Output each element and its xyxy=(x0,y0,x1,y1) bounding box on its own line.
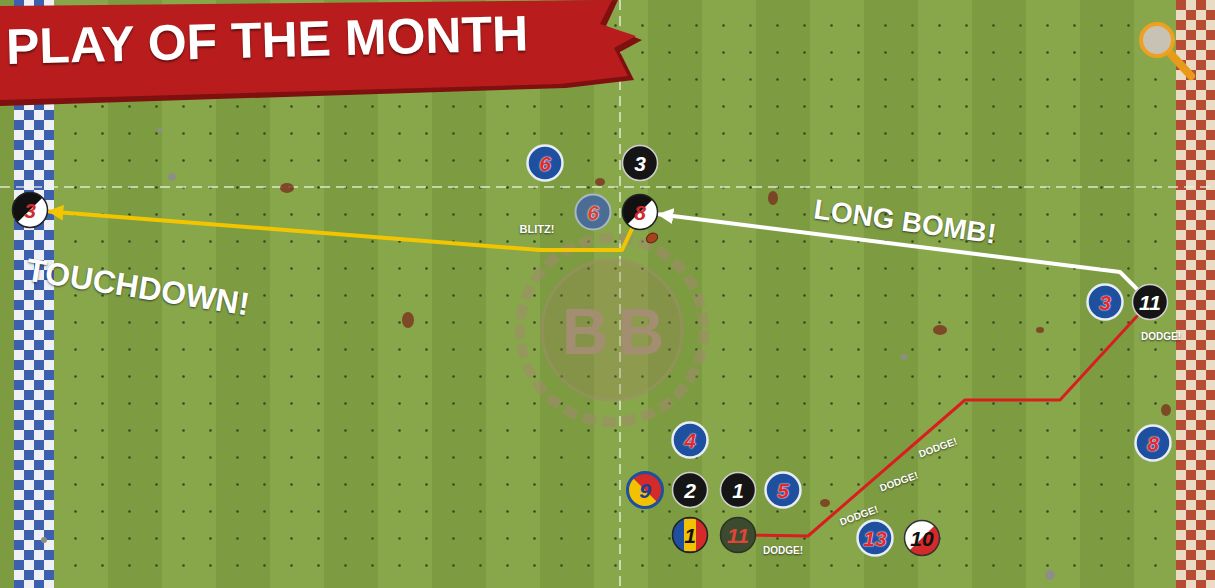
token-fill xyxy=(858,521,893,556)
token-fill xyxy=(576,195,611,230)
player-token: 6 xyxy=(574,193,612,231)
player-number: 2 xyxy=(684,480,696,501)
token-ring xyxy=(623,195,658,230)
play-route xyxy=(757,316,1137,536)
player-token: 11 xyxy=(719,516,757,554)
magnifier-icon xyxy=(1141,24,1191,76)
player-number: 6 xyxy=(587,202,599,223)
ball xyxy=(645,231,660,245)
end-zone xyxy=(1176,0,1215,588)
token-colour-split xyxy=(910,526,947,563)
token-ring xyxy=(673,423,708,458)
token-fill xyxy=(1088,285,1123,320)
token-fill xyxy=(1136,426,1171,461)
token-fill xyxy=(766,473,801,508)
player-number: 11 xyxy=(1139,292,1161,313)
player-token: 4 xyxy=(671,421,709,459)
token-ring xyxy=(858,521,893,556)
token-ring xyxy=(721,473,756,508)
token-ring xyxy=(576,195,611,230)
token-stripe xyxy=(684,519,696,551)
token-ring xyxy=(1133,285,1168,320)
wide-zone-line xyxy=(0,186,1215,188)
action-tag: DODGE! xyxy=(763,546,803,556)
token-ring xyxy=(673,518,708,553)
player-token: 5 xyxy=(764,471,802,509)
player-token: 1 xyxy=(719,471,757,509)
token-colour-split xyxy=(633,465,670,502)
player-number: 13 xyxy=(863,528,886,549)
player-token: 3 xyxy=(11,191,49,229)
player-token: 9 xyxy=(626,471,664,509)
player-number: 5 xyxy=(777,480,789,501)
title-banner xyxy=(0,0,642,106)
token-ring xyxy=(628,473,663,508)
player-token: 1 xyxy=(671,516,709,554)
play-route xyxy=(49,211,632,250)
player-token: 2 xyxy=(671,471,709,509)
player-number: 8 xyxy=(1147,433,1159,454)
token-colour-split xyxy=(615,187,652,224)
token-ring xyxy=(528,146,563,181)
token-ring xyxy=(673,473,708,508)
token-fill xyxy=(721,518,756,553)
token-fill xyxy=(623,146,658,181)
player-number: 8 xyxy=(634,202,646,223)
player-token: 6 xyxy=(526,144,564,182)
player-token: 3 xyxy=(621,144,659,182)
player-token: 8 xyxy=(1134,424,1172,462)
token-ring xyxy=(1136,426,1171,461)
pitch-emblem xyxy=(520,238,704,422)
player-number: 9 xyxy=(639,480,651,501)
token-colour-split xyxy=(5,185,42,222)
player-number: 11 xyxy=(727,525,749,546)
action-tag: DODGE! xyxy=(1141,332,1181,342)
pitch-debris xyxy=(41,128,1055,581)
token-fill xyxy=(673,473,708,508)
token-fill xyxy=(673,518,708,553)
player-number: 6 xyxy=(539,153,551,174)
player-number: 4 xyxy=(684,430,696,451)
token-fill xyxy=(528,146,563,181)
player-number: 3 xyxy=(1099,292,1111,313)
token-fill xyxy=(1133,285,1168,320)
action-tag: BLITZ! xyxy=(520,224,555,235)
token-ring xyxy=(766,473,801,508)
token-ring xyxy=(1088,285,1123,320)
blood-splats xyxy=(280,77,1171,507)
token-ring xyxy=(721,518,756,553)
token-fill xyxy=(673,423,708,458)
token-ring xyxy=(623,146,658,181)
logo-letter: B xyxy=(618,300,664,364)
player-number: 1 xyxy=(732,480,744,501)
player-token: 3 xyxy=(1086,283,1124,321)
logo-letter: B xyxy=(562,300,608,364)
player-number: 3 xyxy=(24,200,36,221)
banner-title: PLAY OF THE MONTH xyxy=(5,8,528,72)
token-fill xyxy=(721,473,756,508)
player-number: 1 xyxy=(684,525,696,546)
token-ring xyxy=(13,193,48,228)
player-token: 13 xyxy=(856,519,894,557)
player-token: 10 xyxy=(903,519,941,557)
player-number: 3 xyxy=(634,153,646,174)
token-ring xyxy=(905,521,940,556)
player-token: 11 xyxy=(1131,283,1169,321)
player-number: 10 xyxy=(910,528,933,549)
player-token: 8 xyxy=(621,193,659,231)
